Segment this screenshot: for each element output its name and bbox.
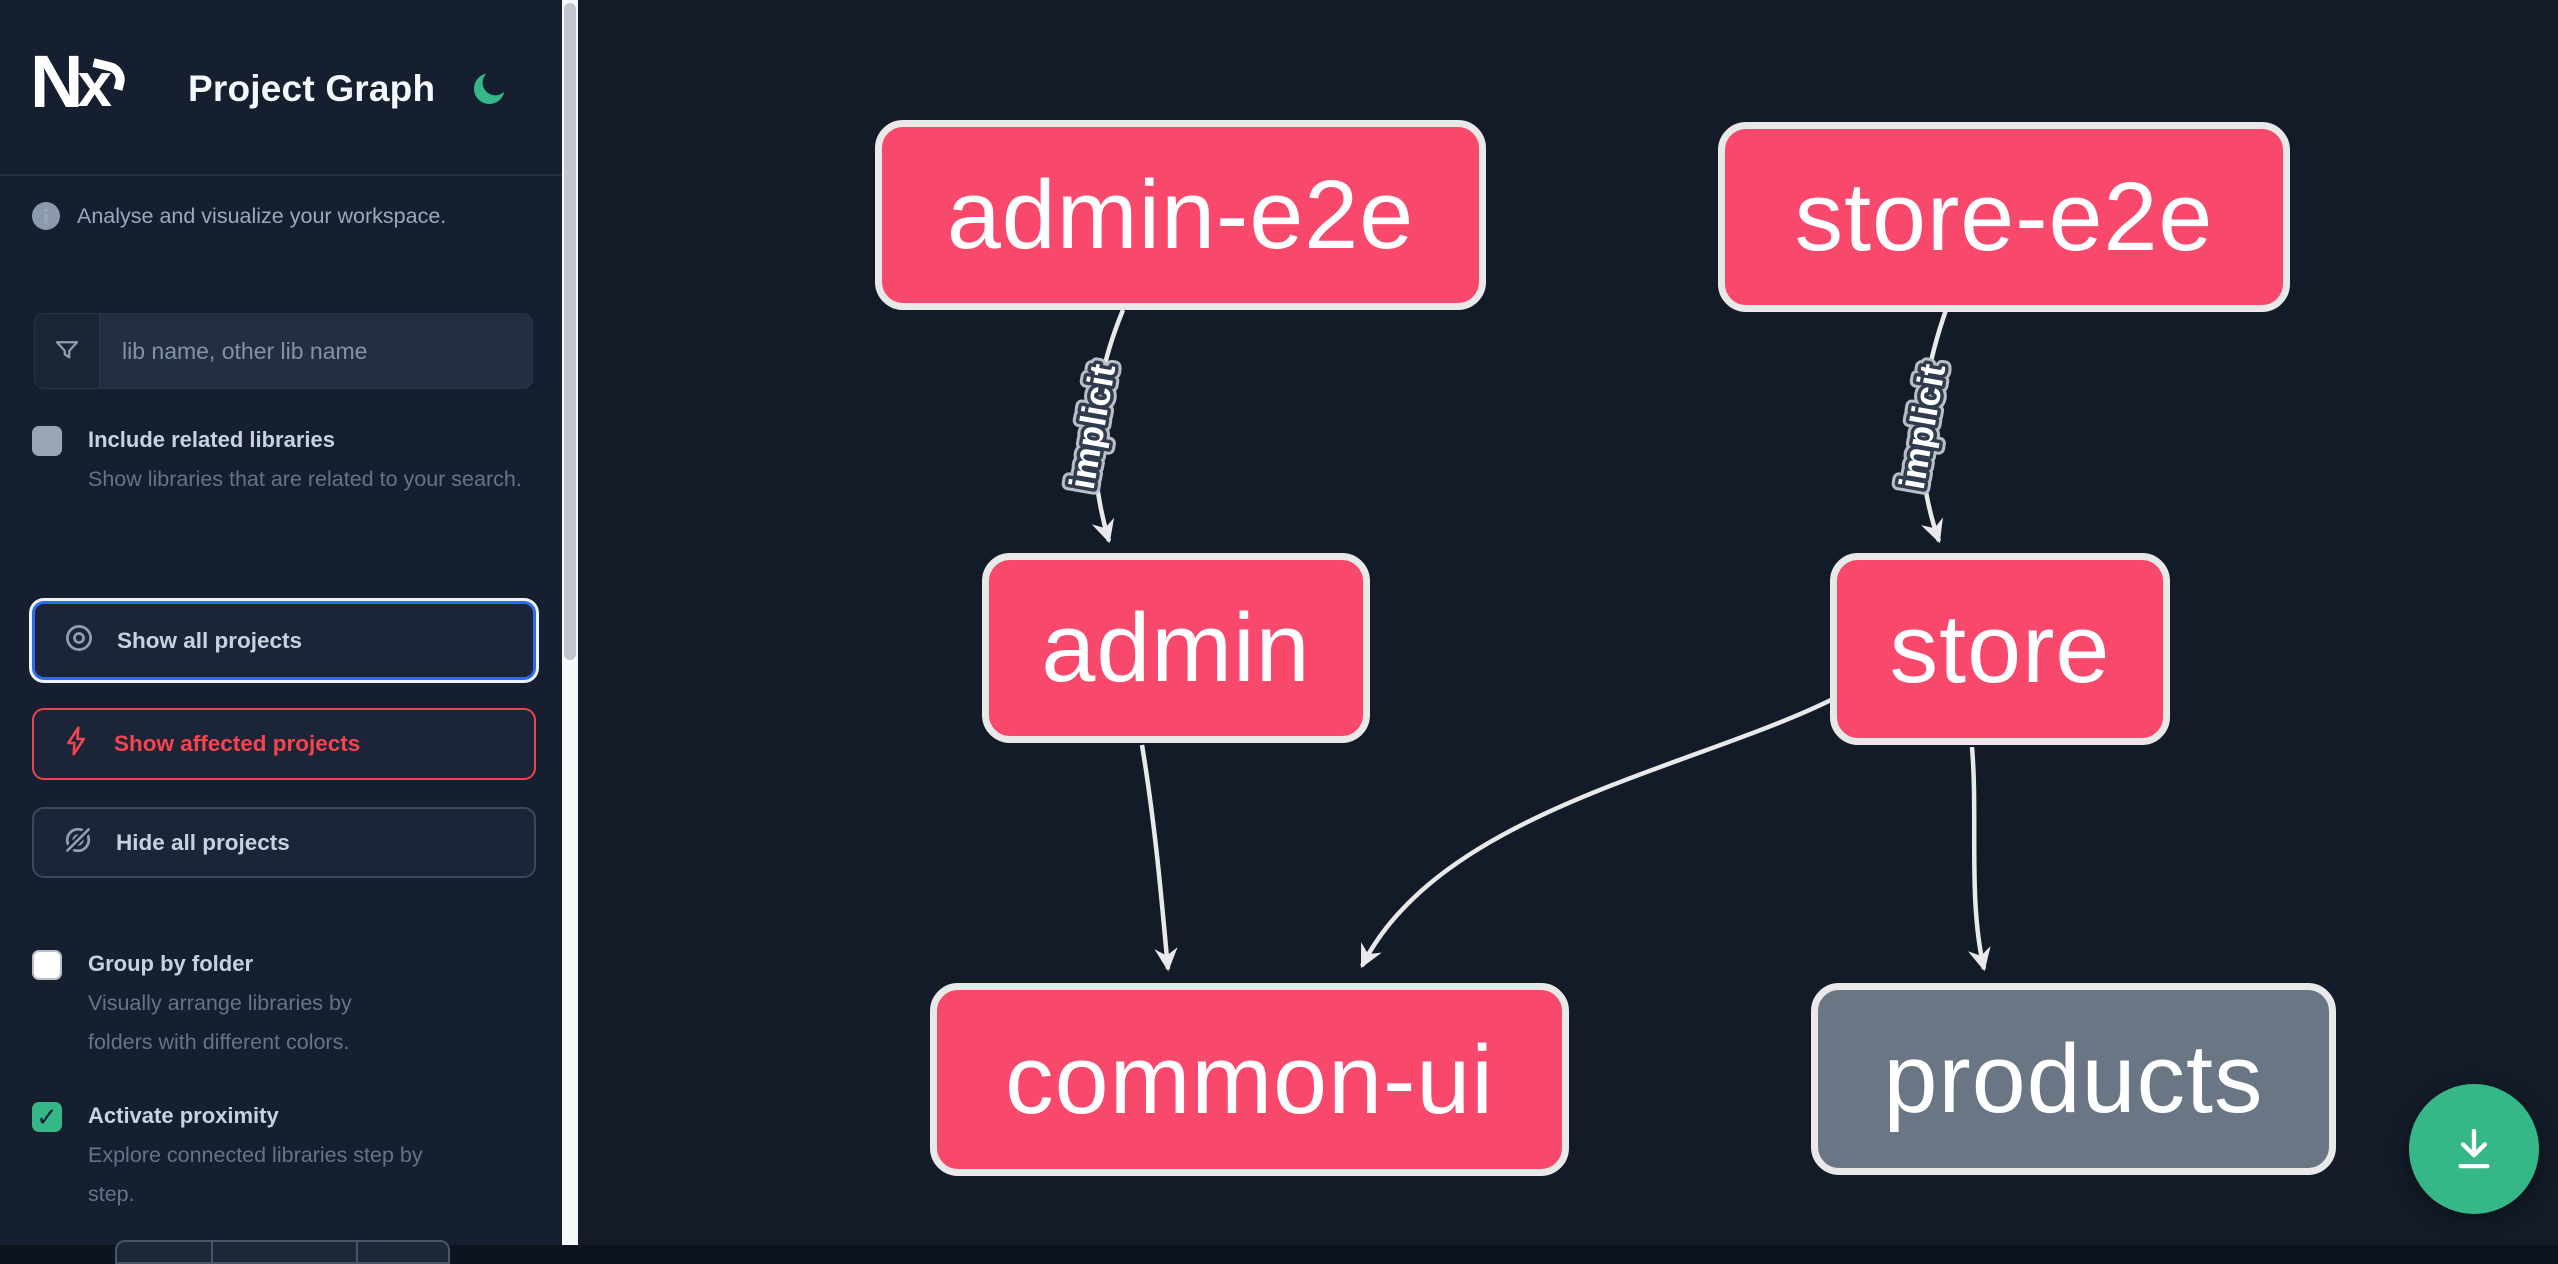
graph-node-common-ui[interactable]: common-ui — [930, 983, 1569, 1176]
workspace-tagline: i Analyse and visualize your workspace. — [32, 202, 446, 230]
page-title: Project Graph — [188, 68, 436, 109]
filter-input[interactable] — [100, 314, 532, 388]
scrollbar-thumb[interactable] — [564, 3, 576, 660]
proximity-stepper[interactable] — [115, 1240, 450, 1264]
hide-all-projects-button[interactable]: Hide all projects — [32, 807, 536, 878]
graph-edge-store-common-ui — [1359, 697, 1832, 969]
edge-label-implicit: implicit — [1891, 361, 1953, 492]
graph-node-products[interactable]: products — [1811, 983, 2336, 1175]
info-icon: i — [32, 202, 60, 230]
checkbox-include-related[interactable] — [32, 426, 62, 456]
toggle-description: Explore connected libraries step by step… — [88, 1143, 423, 1206]
graph-edge-admin-e2e-admin — [1091, 309, 1126, 544]
eye-off-icon — [61, 823, 95, 863]
funnel-icon — [35, 314, 100, 388]
edge-label-implicit: implicit — [1061, 361, 1123, 492]
toggle-description: Show libraries that are related to your … — [88, 467, 522, 491]
nx-logo-n: N — [30, 40, 83, 123]
stepper-value — [211, 1242, 356, 1262]
eye-icon — [62, 621, 96, 661]
button-label: Hide all projects — [116, 829, 290, 855]
checkbox-group-by-folder[interactable] — [32, 950, 62, 980]
nx-logo-x: x — [77, 51, 112, 120]
download-image-button[interactable] — [2409, 1084, 2539, 1214]
toggle-group-by-folder[interactable]: Group by folder Visually arrange librari… — [32, 948, 532, 1068]
graph-node-admin-e2e[interactable]: admin-e2e — [875, 120, 1486, 310]
graph-edge-store-products — [1967, 746, 1991, 972]
show-affected-projects-button[interactable]: Show affected projects — [32, 708, 536, 780]
toggle-activate-proximity[interactable]: ✓ Activate proximity Explore connected l… — [32, 1100, 532, 1220]
download-icon — [2445, 1119, 2503, 1180]
toggle-label: Activate proximity — [88, 1103, 279, 1128]
graph-node-admin[interactable]: admin — [982, 553, 1370, 743]
graph-edge-store-e2e-store — [1919, 309, 1949, 544]
graph-node-store-e2e[interactable]: store-e2e — [1718, 122, 2290, 312]
tagline-text: Analyse and visualize your workspace. — [77, 203, 447, 228]
graph-node-store[interactable]: store — [1830, 553, 2170, 745]
toggle-label: Group by folder — [88, 951, 253, 976]
button-label: Show affected projects — [114, 731, 361, 756]
toggle-description: Visually arrange libraries by folders wi… — [88, 991, 352, 1054]
stepper-decrement[interactable] — [117, 1242, 211, 1262]
sidebar-scrollbar[interactable] — [562, 0, 578, 1245]
toggle-include-related[interactable]: Include related libraries Show libraries… — [32, 424, 532, 544]
checkbox-activate-proximity[interactable]: ✓ — [32, 1102, 62, 1132]
toggle-label: Include related libraries — [88, 427, 335, 452]
show-all-projects-button[interactable]: Show all projects — [32, 601, 536, 680]
graph-edge-admin-common-ui — [1139, 744, 1178, 972]
stepper-increment[interactable] — [356, 1242, 448, 1262]
bolt-icon — [61, 725, 93, 763]
button-label: Show all projects — [117, 627, 303, 653]
moon-icon[interactable] — [470, 68, 510, 108]
filter-box — [34, 313, 533, 389]
